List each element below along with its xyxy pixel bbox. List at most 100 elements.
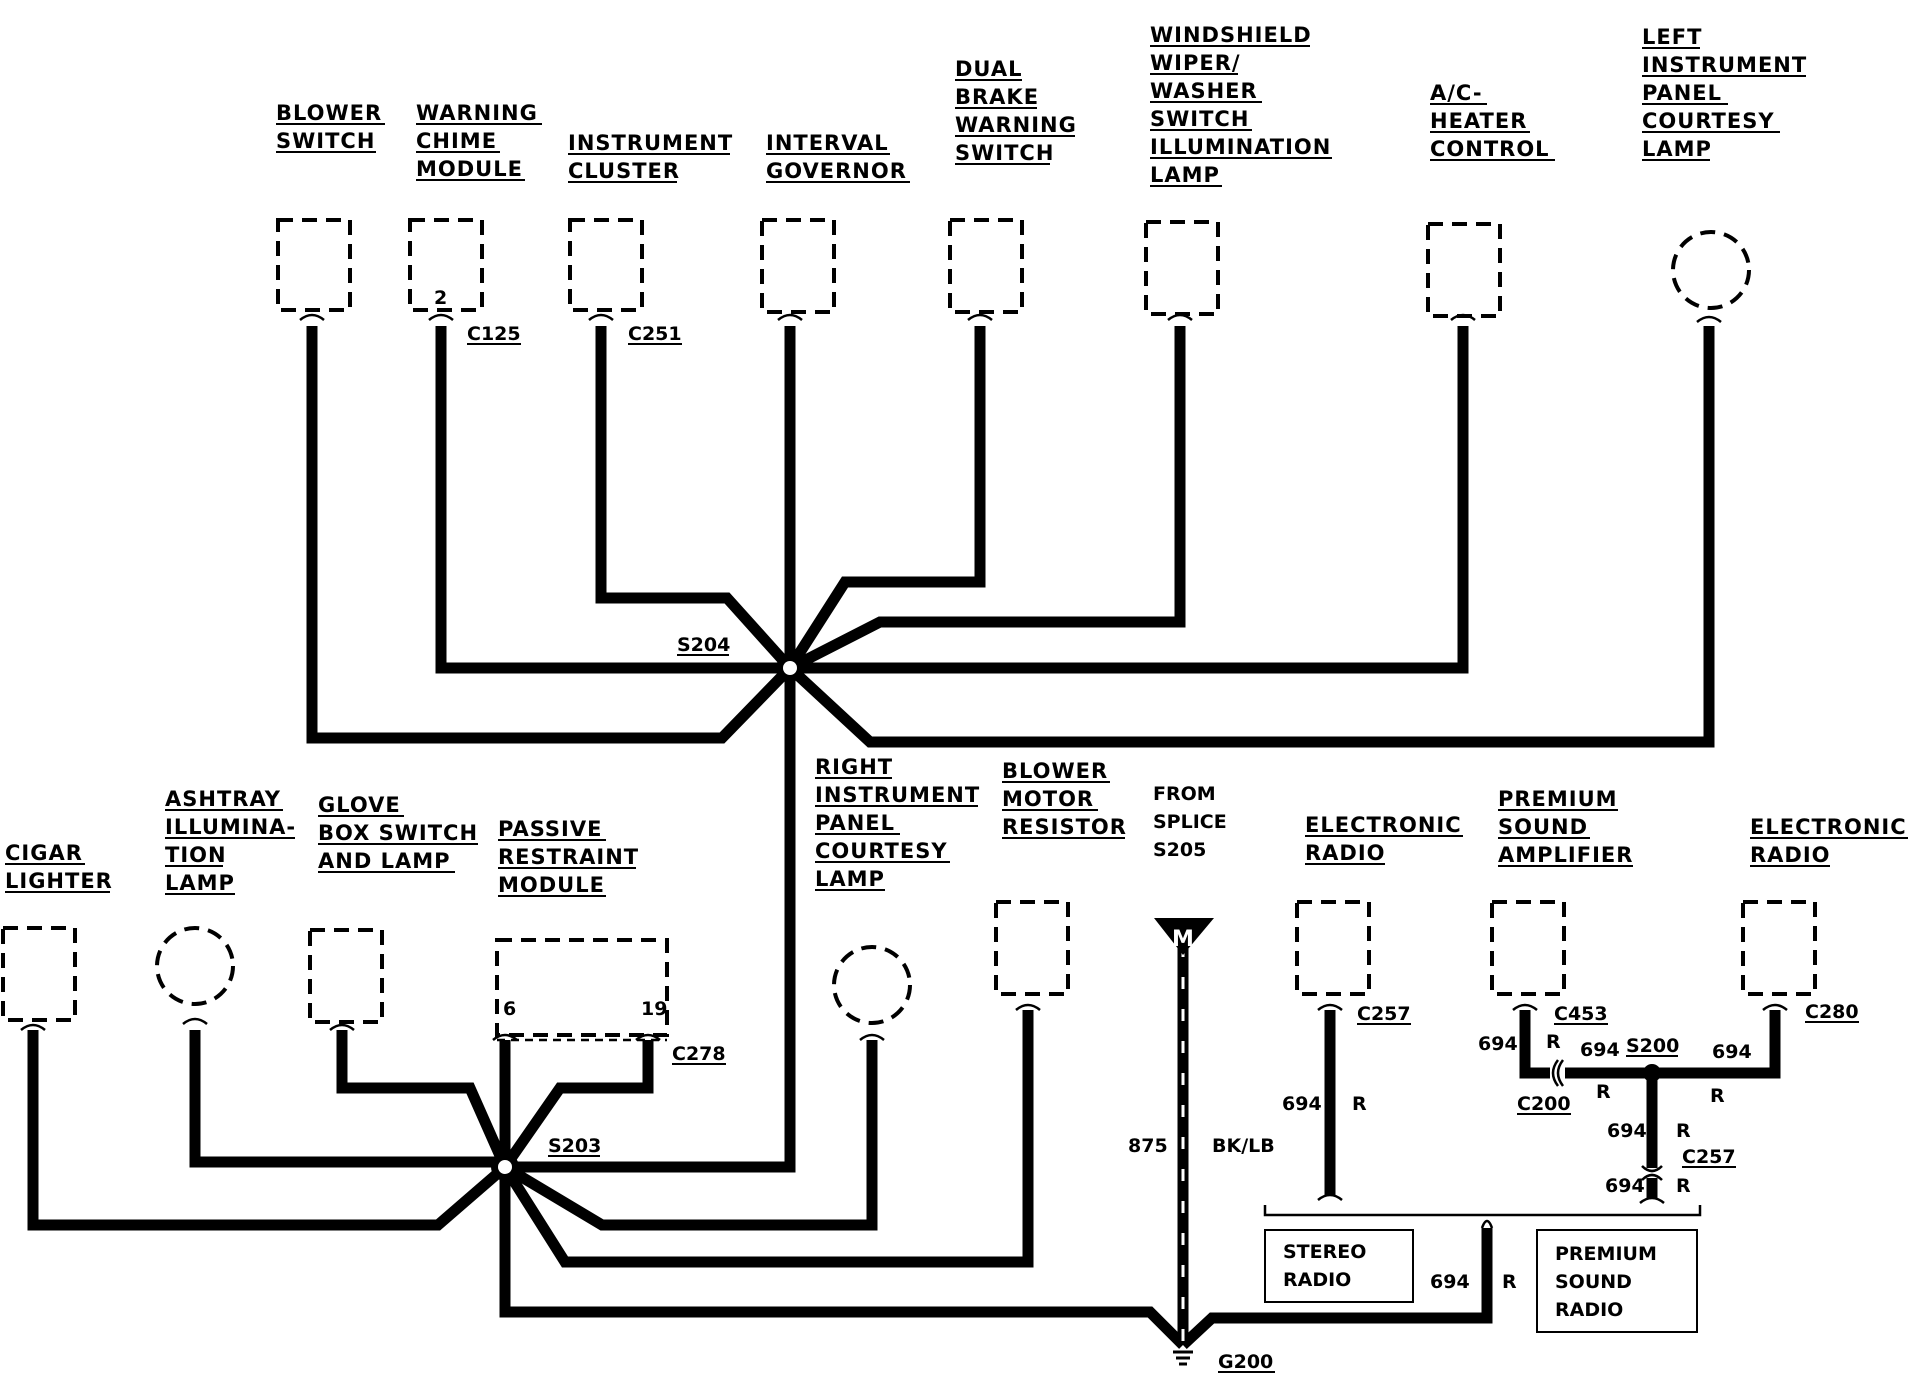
svg-text:CONTROL: CONTROL — [1430, 137, 1550, 161]
svg-text:R: R — [1676, 1120, 1691, 1142]
radio-harness — [1263, 1010, 1781, 1229]
restraint-pin-6: 6 — [503, 998, 516, 1020]
premium-sound-radio-box — [1536, 1229, 1698, 1333]
svg-text:RADIO: RADIO — [1283, 1269, 1351, 1291]
passive-restraint-module-box — [495, 938, 669, 1037]
svg-text:694: 694 — [1605, 1175, 1645, 1197]
label-premium-sound-amplifier: PREMIUM SOUND AMPLIFIER — [1498, 787, 1633, 867]
blower-motor-resistor-box — [994, 900, 1070, 996]
label-warning-chime-module: WARNING CHIME MODULE — [416, 101, 542, 181]
svg-text:R: R — [1546, 1031, 1561, 1053]
label-passive-restraint-module: PASSIVE RESTRAINT MODULE — [498, 817, 639, 897]
svg-text:R: R — [1676, 1175, 1691, 1197]
s200-label: S200 — [1626, 1035, 1679, 1057]
s204-label: S204 — [677, 634, 730, 656]
svg-text:WARNING: WARNING — [416, 101, 538, 125]
label-blower-switch: BLOWER SWITCH — [276, 101, 385, 153]
premium-sound-amplifier-box — [1490, 900, 1566, 996]
svg-text:BK/LB: BK/LB — [1212, 1135, 1275, 1157]
svg-text:FROM: FROM — [1153, 783, 1216, 805]
c257-label-radio: C257 — [1357, 1003, 1411, 1025]
svg-text:SOUND: SOUND — [1498, 815, 1588, 839]
svg-text:INSTRUMENT: INSTRUMENT — [1642, 53, 1807, 77]
svg-text:ILLUMINATION: ILLUMINATION — [1150, 135, 1331, 159]
label-electronic-radio-2: ELECTRONIC RADIO — [1750, 815, 1908, 867]
label-left-instrument-panel-courtesy-lamp: LEFT INSTRUMENT PANEL COURTESY LAMP — [1642, 25, 1807, 161]
svg-text:LAMP: LAMP — [1150, 163, 1220, 187]
c278-label: C278 — [672, 1043, 726, 1065]
svg-text:STEREO: STEREO — [1283, 1241, 1366, 1263]
electronic-radio-box-1 — [1295, 900, 1371, 996]
svg-text:INSTRUMENT: INSTRUMENT — [568, 131, 733, 155]
svg-text:BOX SWITCH: BOX SWITCH — [318, 821, 478, 845]
svg-text:RADIO: RADIO — [1305, 841, 1386, 865]
label-cigar-lighter: CIGAR LIGHTER — [5, 841, 112, 893]
g200-label: G200 — [1218, 1351, 1273, 1373]
ac-heater-box — [1426, 222, 1502, 318]
svg-text:LAMP: LAMP — [165, 871, 235, 895]
svg-text:WARNING: WARNING — [955, 113, 1077, 137]
restraint-pin-19: 19 — [641, 998, 667, 1020]
left-courtesy-lamp-symbol — [1671, 230, 1751, 310]
c453-label: C453 — [1554, 1003, 1608, 1025]
c125-label: C125 — [467, 323, 521, 345]
svg-text:SWITCH: SWITCH — [1150, 107, 1249, 131]
c257-label-amp: C257 — [1682, 1146, 1736, 1168]
right-courtesy-lamp-symbol — [832, 945, 912, 1025]
chime-pin-2: 2 — [434, 287, 447, 309]
windshield-switch-box — [1144, 220, 1220, 316]
label-electronic-radio-1: ELECTRONIC RADIO — [1305, 813, 1463, 865]
svg-text:R: R — [1502, 1271, 1517, 1293]
c200-label: C200 — [1517, 1093, 1571, 1115]
svg-text:BRAKE: BRAKE — [955, 85, 1039, 109]
svg-text:PANEL: PANEL — [815, 811, 895, 835]
dual-brake-box — [948, 218, 1024, 314]
blower-switch-box — [276, 218, 352, 312]
svg-text:GOVERNOR: GOVERNOR — [766, 159, 907, 183]
svg-text:RESTRAINT: RESTRAINT — [498, 845, 639, 869]
label-right-instrument-panel-courtesy-lamp: RIGHT INSTRUMENT PANEL COURTESY LAMP — [815, 755, 979, 891]
svg-text:WINDSHIELD: WINDSHIELD — [1150, 23, 1312, 47]
svg-text:PREMIUM: PREMIUM — [1498, 787, 1618, 811]
svg-text:694: 694 — [1430, 1271, 1470, 1293]
svg-text:BLOWER: BLOWER — [1002, 759, 1108, 783]
label-glove-box-switch-and-lamp: GLOVE BOX SWITCH AND LAMP — [318, 793, 478, 873]
svg-text:SOUND: SOUND — [1555, 1271, 1632, 1293]
svg-text:LAMP: LAMP — [815, 867, 885, 891]
label-from-splice-s205: FROM SPLICE S205 — [1153, 783, 1227, 861]
svg-text:PANEL: PANEL — [1642, 81, 1722, 105]
upper-terminals — [299, 313, 1722, 323]
svg-text:MODULE: MODULE — [498, 873, 605, 897]
svg-text:PASSIVE: PASSIVE — [498, 817, 602, 841]
splice-s200 — [1643, 1064, 1661, 1082]
ground-g200-symbol: M — [1154, 918, 1214, 1366]
svg-text:694: 694 — [1580, 1039, 1620, 1061]
svg-text:ILLUMINA-: ILLUMINA- — [165, 815, 296, 839]
svg-text:PREMIUM: PREMIUM — [1555, 1243, 1657, 1265]
svg-text:ELECTRONIC: ELECTRONIC — [1305, 813, 1462, 837]
svg-text:S205: S205 — [1153, 839, 1206, 861]
svg-text:RADIO: RADIO — [1750, 843, 1831, 867]
svg-text:BLOWER: BLOWER — [276, 101, 382, 125]
cigar-lighter-box — [1, 926, 77, 1022]
svg-text:694: 694 — [1712, 1041, 1752, 1063]
svg-text:LAMP: LAMP — [1642, 137, 1712, 161]
svg-text:WASHER: WASHER — [1150, 79, 1258, 103]
svg-text:SWITCH: SWITCH — [276, 129, 375, 153]
svg-text:RIGHT: RIGHT — [815, 755, 893, 779]
warning-chime-box — [408, 218, 484, 312]
label-ac-heater-control: A/C- HEATER CONTROL — [1430, 81, 1555, 161]
stereo-radio-box — [1264, 1229, 1414, 1303]
upper-harness — [306, 326, 1715, 1173]
svg-text:ELECTRONIC: ELECTRONIC — [1750, 815, 1907, 839]
svg-text:R: R — [1710, 1085, 1725, 1107]
svg-text:INTERVAL: INTERVAL — [766, 131, 889, 155]
svg-text:MODULE: MODULE — [416, 157, 523, 181]
svg-text:GLOVE: GLOVE — [318, 793, 401, 817]
svg-text:694: 694 — [1478, 1033, 1518, 1055]
electronic-radio-box-2 — [1741, 900, 1817, 996]
ashtray-lamp-symbol — [155, 926, 235, 1006]
svg-text:RADIO: RADIO — [1555, 1299, 1623, 1321]
svg-text:CLUSTER: CLUSTER — [568, 159, 680, 183]
